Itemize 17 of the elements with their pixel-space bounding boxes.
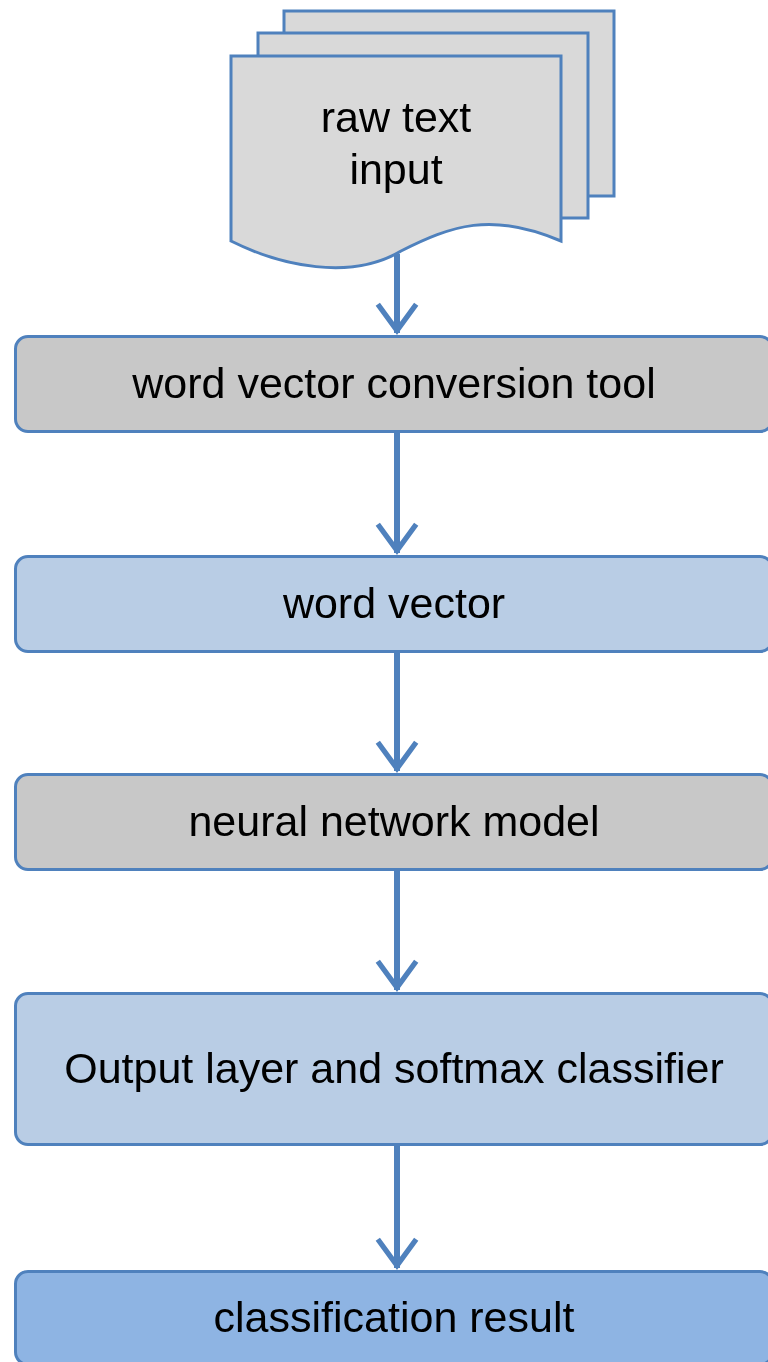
arrow (375, 433, 419, 554)
process-box (14, 992, 768, 1146)
node-label: neural network model (187, 796, 601, 848)
document-stack (228, 8, 618, 270)
node-label: word vector conversion tool (131, 358, 657, 410)
arrow (375, 871, 419, 991)
node-label: classification result (212, 1292, 576, 1344)
process-box (14, 555, 768, 653)
arrow (375, 653, 419, 772)
node-label: Output layer and softmax classifier (64, 1043, 724, 1095)
process-box (14, 335, 768, 433)
node-label: raw text input (319, 91, 473, 195)
arrow (375, 254, 419, 334)
process-box (14, 1270, 768, 1362)
node-label: word vector (281, 578, 507, 630)
process-box (14, 773, 768, 871)
arrow (375, 1146, 419, 1269)
